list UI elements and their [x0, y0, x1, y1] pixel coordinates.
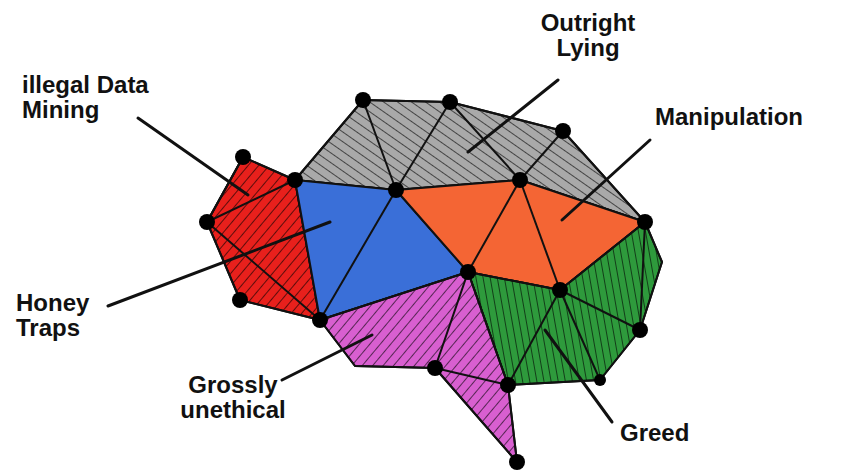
leader-line: [562, 140, 650, 220]
region-label: Greed: [620, 420, 730, 445]
region-label: illegal Data Mining: [22, 72, 182, 122]
region-label: Outright Lying: [528, 10, 648, 60]
leader-line: [468, 80, 558, 152]
region-label: Honey Traps: [16, 290, 126, 340]
leader-line: [138, 118, 248, 195]
region-label: Manipulation: [655, 104, 835, 129]
region-label: Grossly unethical: [168, 372, 298, 422]
leader-line: [108, 222, 330, 306]
leader-line: [282, 335, 372, 380]
leader-line: [545, 330, 612, 422]
